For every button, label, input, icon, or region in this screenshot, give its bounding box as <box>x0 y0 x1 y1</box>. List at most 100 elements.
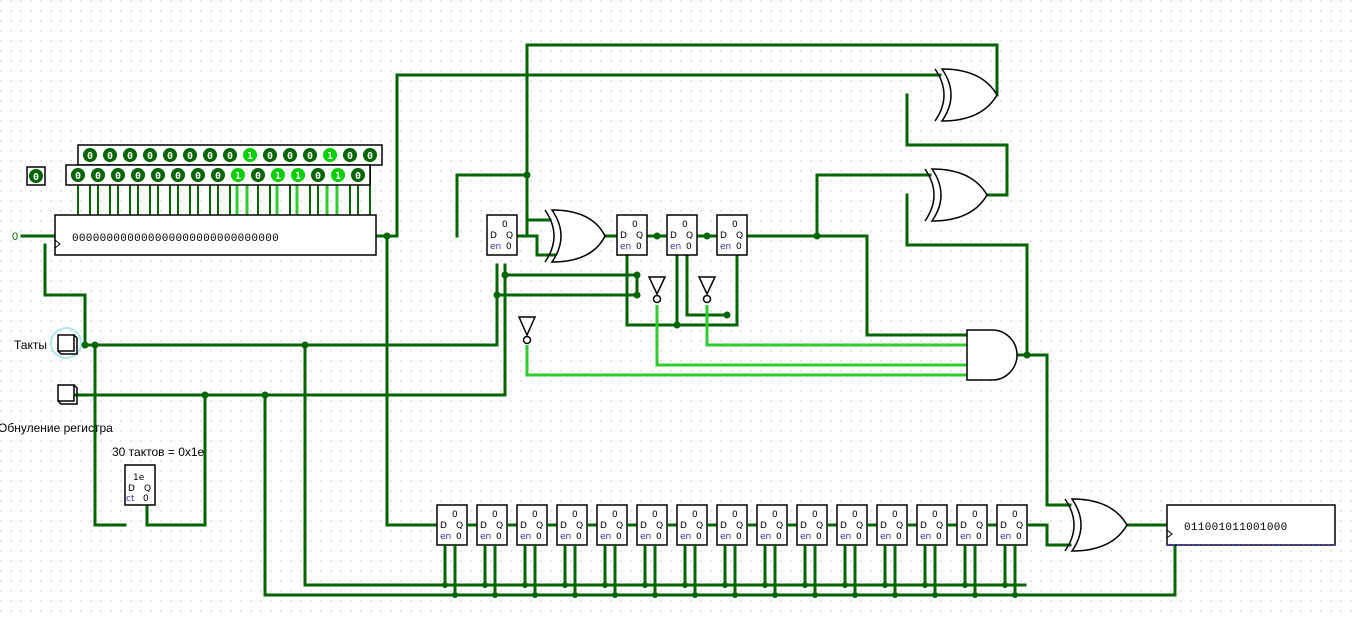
junction-dot <box>301 341 309 349</box>
bit-value: 0 <box>355 171 361 182</box>
bit-toggle[interactable]: 0 <box>283 148 297 162</box>
junction-dot <box>501 271 509 279</box>
bit-value: 0 <box>175 171 181 182</box>
ff-en: en <box>680 532 691 542</box>
junction-dot <box>482 582 488 588</box>
bit-toggle[interactable]: 0 <box>183 148 197 162</box>
ff-zero: 0 <box>696 532 702 542</box>
ff-wire <box>563 523 597 595</box>
ff-wire <box>443 523 477 595</box>
ff-en: en <box>760 532 771 542</box>
bit-toggle[interactable]: 0 <box>223 148 237 162</box>
bit-toggle[interactable]: 0 <box>111 168 125 182</box>
const-zero-pin[interactable]: 0 <box>26 166 46 186</box>
reset-button[interactable] <box>57 384 78 405</box>
bit-toggle[interactable]: 0 <box>311 168 325 182</box>
bit-toggle[interactable]: 0 <box>151 168 165 182</box>
bit-toggle[interactable]: 1 <box>231 168 245 182</box>
bit-toggle[interactable]: 0 <box>343 148 357 162</box>
junction-dot <box>722 582 728 588</box>
bit-toggle[interactable]: 0 <box>351 168 365 182</box>
junction-dot <box>723 311 731 319</box>
ff-q: Q <box>736 521 743 531</box>
ff-q-value: 0 <box>772 510 778 520</box>
bit-toggle[interactable]: 0 <box>303 148 317 162</box>
not-gate <box>647 276 667 304</box>
ff-wire <box>923 523 957 595</box>
ff-zero: 0 <box>1016 532 1022 542</box>
junction-dot <box>492 592 498 598</box>
clock-label: Такты <box>14 338 47 352</box>
junction-dot <box>692 592 698 598</box>
junction-dot <box>91 341 99 349</box>
bit-toggle[interactable]: 0 <box>131 168 145 182</box>
ff-en: en <box>1000 532 1011 542</box>
ff-en: en <box>520 532 531 542</box>
junction-dot <box>442 582 448 588</box>
const-zero-value: 0 <box>33 172 39 183</box>
junction-dot <box>812 592 818 598</box>
junction-dot <box>762 582 768 588</box>
ff-q-value: 0 <box>1012 510 1018 520</box>
bit-toggle[interactable]: 1 <box>331 168 345 182</box>
shift-register: 000000000000000000000000000000 <box>54 214 377 256</box>
ff-d: D <box>490 231 497 241</box>
bit-toggle[interactable]: 0 <box>123 148 137 162</box>
junction-dot <box>1012 592 1018 598</box>
bit-toggle[interactable]: 1 <box>291 168 305 182</box>
ff-d: D <box>920 521 927 531</box>
reset-label: Обнуление регистра <box>0 421 113 435</box>
ff-zero: 0 <box>576 532 582 542</box>
bit-toggle[interactable]: 0 <box>211 168 225 182</box>
junction-dot <box>962 582 968 588</box>
bit-toggle[interactable]: 0 <box>91 168 105 182</box>
ff-d: D <box>600 521 607 531</box>
ff-zero: 0 <box>896 532 902 542</box>
ff-d: D <box>880 521 887 531</box>
bit-toggle[interactable]: 0 <box>103 148 117 162</box>
bit-value: 0 <box>127 151 133 162</box>
bit-toggle[interactable]: 0 <box>363 148 377 162</box>
ff-zero: 0 <box>936 532 942 542</box>
bit-value: 0 <box>115 171 121 182</box>
bit-toggle[interactable]: 0 <box>143 148 157 162</box>
junction-dot <box>522 582 528 588</box>
ff-wire <box>803 523 837 595</box>
counter-ct: ct <box>126 494 135 504</box>
bit-toggle[interactable]: 0 <box>163 148 177 162</box>
ff-q: Q <box>696 521 703 531</box>
junction-dot <box>452 592 458 598</box>
bit-toggle[interactable]: 1 <box>271 168 285 182</box>
bit-toggle[interactable]: 0 <box>71 168 85 182</box>
clock-button[interactable] <box>50 327 82 359</box>
junction-dot <box>532 592 538 598</box>
bit-toggle[interactable]: 0 <box>203 148 217 162</box>
bit-toggle[interactable]: 0 <box>263 148 277 162</box>
bit-toggle[interactable]: 0 <box>171 168 185 182</box>
junction-dot <box>842 582 848 588</box>
ff-d: D <box>620 231 627 241</box>
bit-toggle[interactable]: 1 <box>243 148 257 162</box>
ff-wire <box>963 523 997 595</box>
junction-dot <box>562 582 568 588</box>
bit-toggle[interactable]: 1 <box>323 148 337 162</box>
junction-dot <box>892 592 898 598</box>
ff-zero: 0 <box>536 532 542 542</box>
bit-toggle[interactable]: 0 <box>83 148 97 162</box>
counter-q: Q <box>144 484 151 494</box>
junction-dot <box>633 291 641 299</box>
ff-en: en <box>920 532 931 542</box>
junction-dot <box>732 592 738 598</box>
bit-toggle[interactable]: 0 <box>191 168 205 182</box>
bit-toggle[interactable]: 0 <box>251 168 265 182</box>
bit-value: 1 <box>275 171 281 182</box>
bit-value: 0 <box>167 151 173 162</box>
bit-value: 0 <box>195 171 201 182</box>
